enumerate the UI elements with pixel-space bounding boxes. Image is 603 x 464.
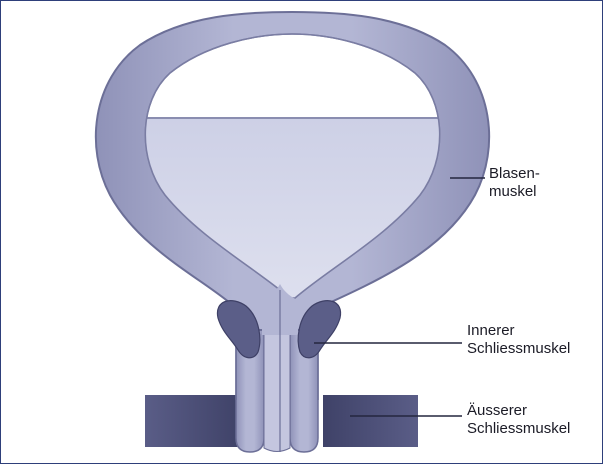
label-bladder-muscle-line1: Blasen- — [489, 165, 540, 183]
label-inner-sphincter-line1: Innerer — [467, 322, 515, 340]
label-inner-sphincter-line2: Schliessmuskel — [467, 340, 570, 358]
outer-sphincter-right — [323, 395, 418, 447]
label-outer-sphincter-line2: Schliessmuskel — [467, 420, 570, 438]
label-bladder-muscle-line2: muskel — [489, 183, 537, 201]
label-outer-sphincter-line1: Äusserer — [467, 402, 527, 420]
outer-sphincter-left — [145, 395, 240, 447]
